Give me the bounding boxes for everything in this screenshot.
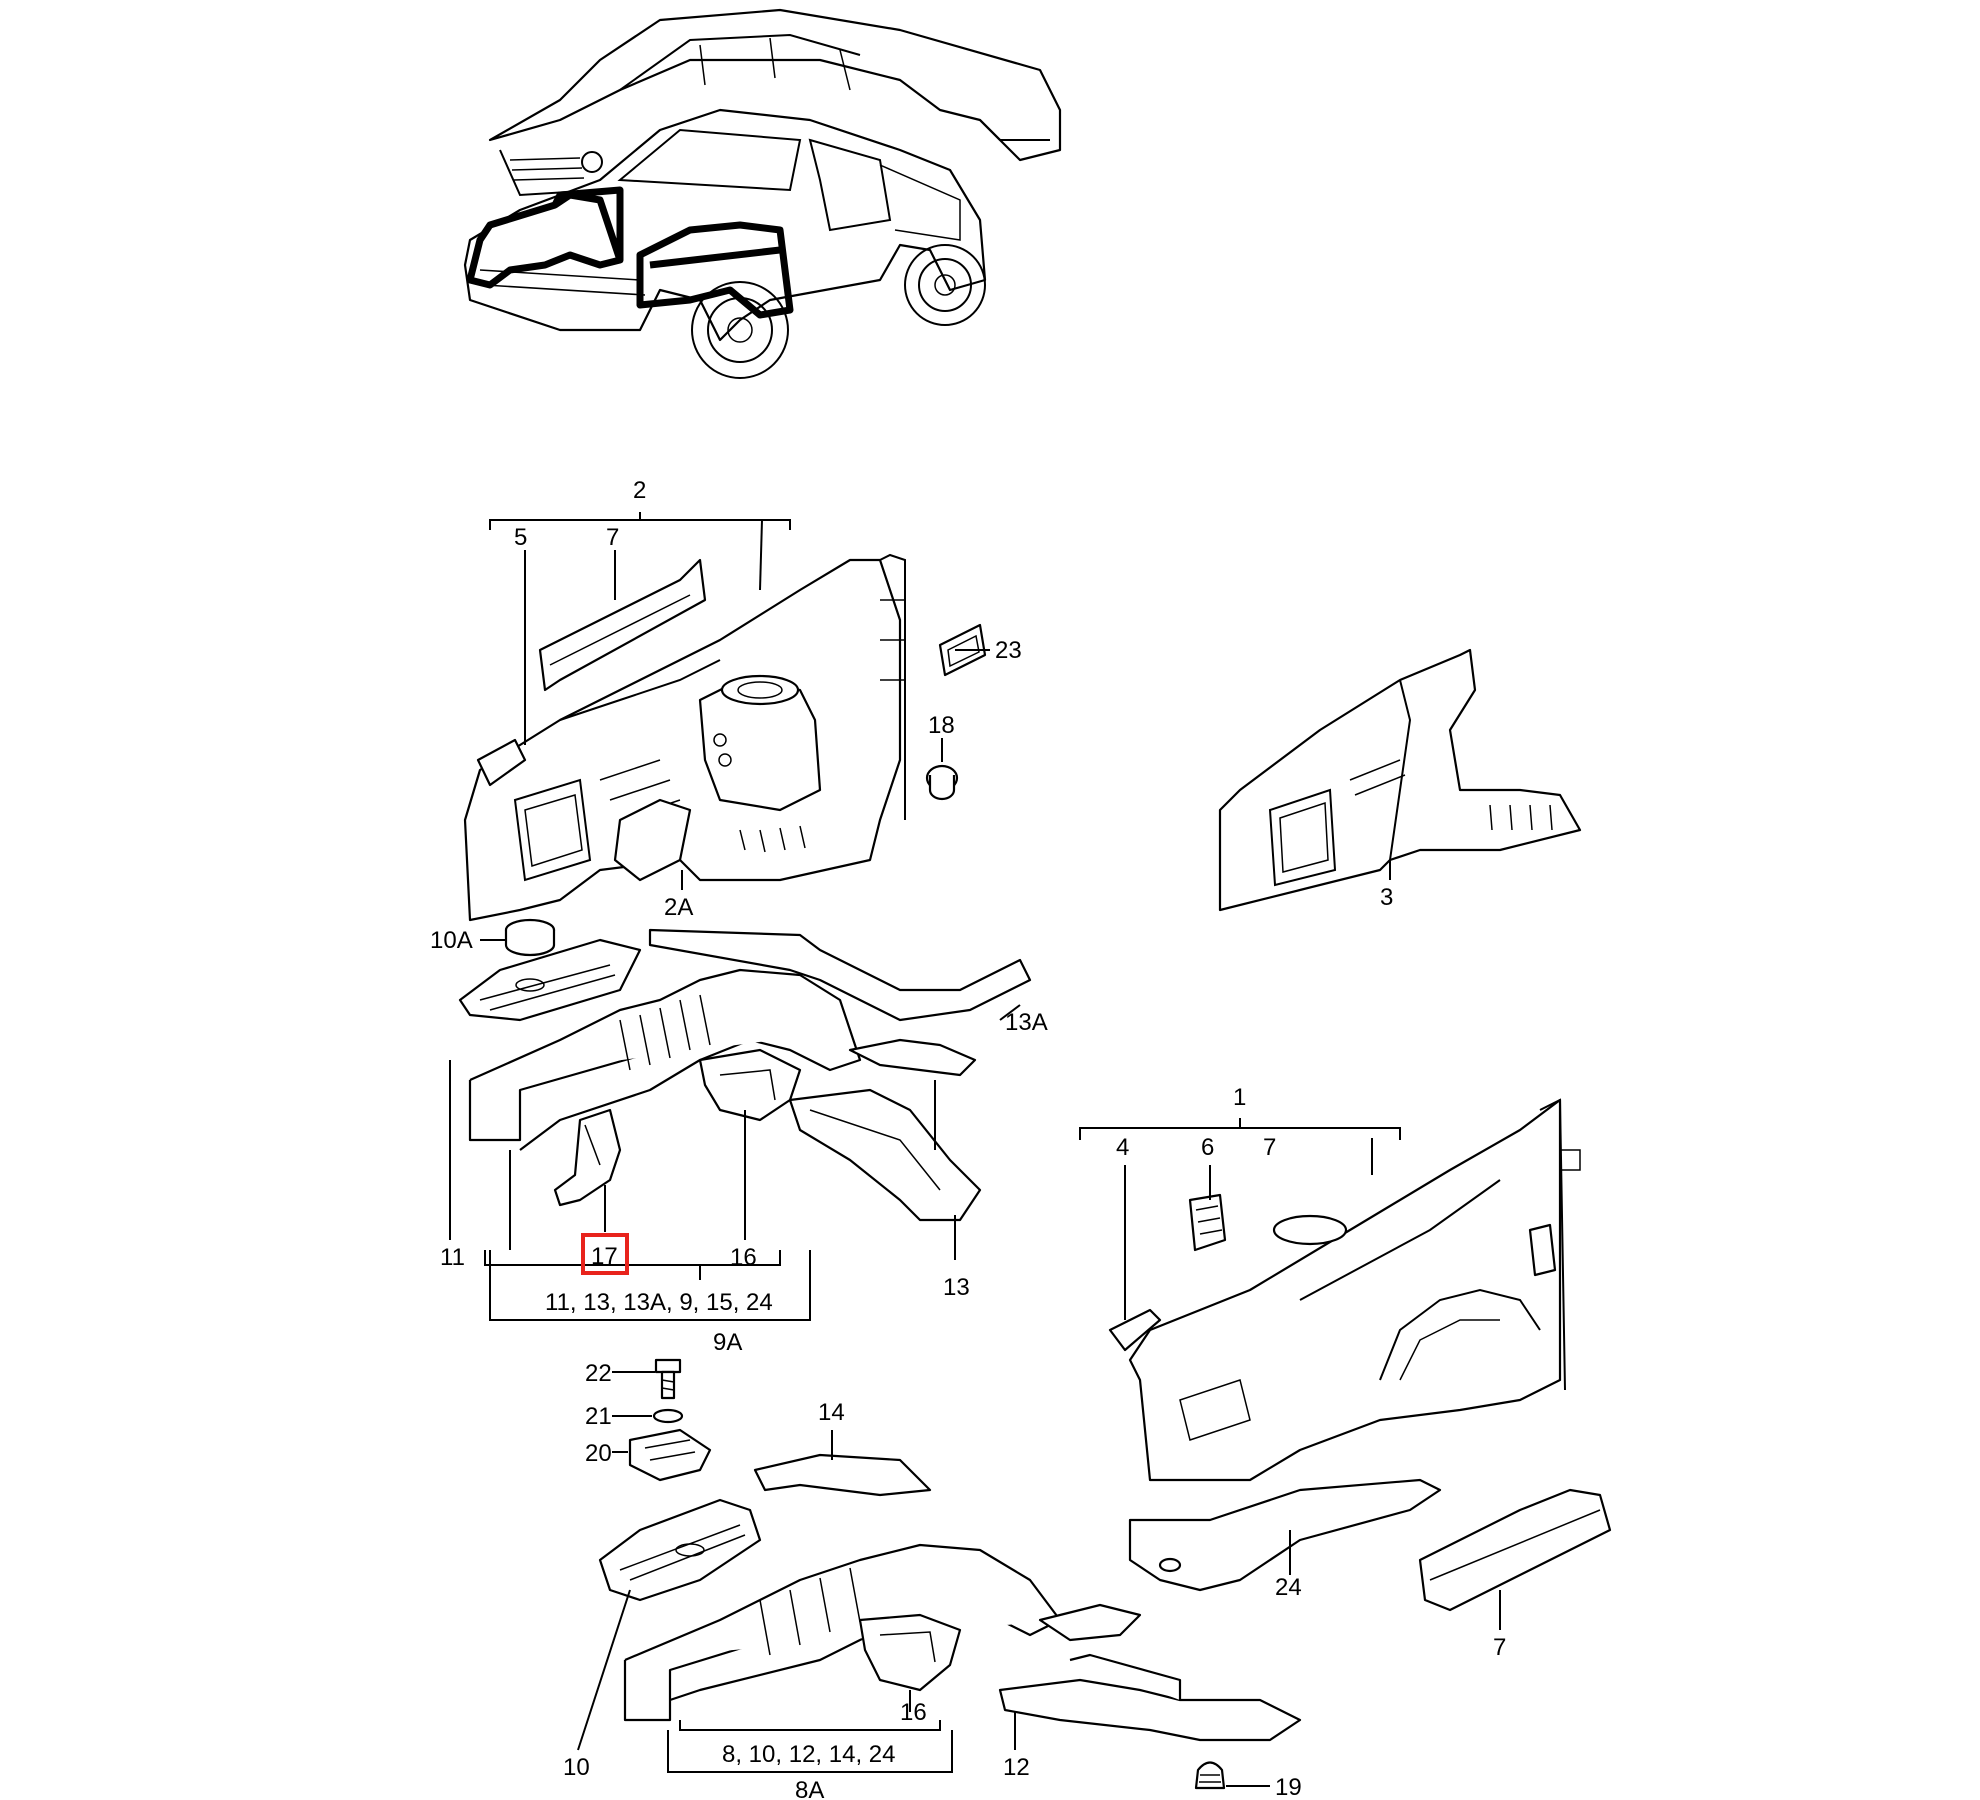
label-7-lower: 7: [1493, 1634, 1506, 1661]
label-22: 22: [585, 1360, 612, 1387]
assembly-8A: [598, 1358, 1612, 1790]
label-10: 10: [563, 1754, 590, 1781]
label-5: 5: [514, 524, 527, 551]
callout-labels: 2 5 7 23 18 2A 3 10A 13A 11 17 16 13 11,…: [430, 477, 1506, 1800]
label-14: 14: [818, 1399, 845, 1426]
label-2: 2: [633, 477, 646, 504]
label-group-8: 8, 10, 12, 14, 24: [722, 1741, 895, 1768]
label-16-lower: 16: [900, 1699, 927, 1726]
label-3: 3: [1380, 884, 1393, 911]
label-group-9: 11, 13, 13A, 9, 15, 24: [545, 1289, 773, 1316]
assembly-1: [1108, 1098, 1581, 1482]
label-16: 16: [730, 1244, 757, 1271]
assembly-9A: [458, 918, 1032, 1222]
label-20: 20: [585, 1440, 612, 1467]
label-2A: 2A: [664, 894, 693, 921]
label-8A: 8A: [795, 1777, 824, 1800]
label-21: 21: [585, 1403, 612, 1430]
sedan-illustration: [488, 8, 1062, 197]
label-12: 12: [1003, 1754, 1030, 1781]
label-1: 1: [1233, 1084, 1246, 1111]
label-10A: 10A: [430, 927, 473, 954]
label-24: 24: [1275, 1574, 1302, 1601]
highlighted-front-structure: [466, 186, 794, 319]
label-23: 23: [995, 637, 1022, 664]
label-11: 11: [440, 1244, 465, 1271]
leader-lines: [449, 512, 1501, 1787]
vehicle-illustration: [463, 8, 1062, 379]
label-7: 7: [606, 524, 619, 551]
label-13A: 13A: [1005, 1009, 1048, 1036]
label-9A: 9A: [713, 1329, 742, 1356]
label-13: 13: [943, 1274, 970, 1301]
label-6: 6: [1201, 1134, 1214, 1161]
highlight-box: [581, 1233, 629, 1275]
panel-assembly-2: [463, 553, 987, 922]
label-17: 17: [591, 1243, 618, 1270]
label-4: 4: [1116, 1134, 1129, 1161]
panel-3: [1218, 648, 1582, 912]
hatchback-illustration: [463, 108, 987, 379]
label-19: 19: [1275, 1774, 1302, 1800]
label-18: 18: [928, 712, 955, 739]
label-7-group-1: 7: [1263, 1134, 1276, 1161]
